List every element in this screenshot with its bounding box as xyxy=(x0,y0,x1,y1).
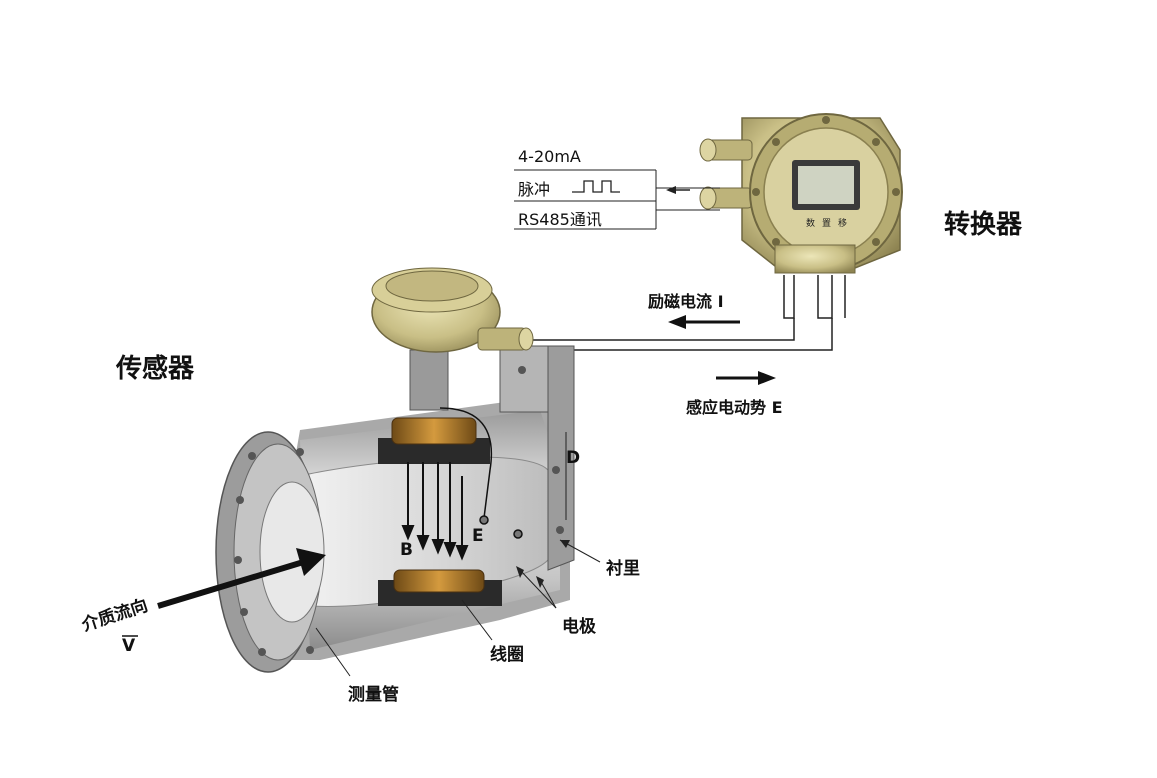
converter-button-label: 置 xyxy=(822,218,831,229)
right-flange xyxy=(499,345,575,571)
induced-emf-label: 感应电动势 E xyxy=(686,398,783,417)
converter-button-label: 数 xyxy=(806,217,815,229)
electrode-wires xyxy=(439,407,523,539)
signal-wires xyxy=(530,318,833,351)
emf-marker-label: E xyxy=(472,526,484,546)
excitation-arrow xyxy=(668,315,740,329)
converter-label: 转换器 xyxy=(944,210,1023,240)
converter-button-label: 移 xyxy=(838,217,847,229)
lower-coil xyxy=(378,569,502,606)
sensor-head xyxy=(371,267,534,411)
coil-label: 线圈 xyxy=(490,645,524,665)
flow-direction-arrow xyxy=(157,548,326,609)
converter-cable-gland-top xyxy=(699,138,753,162)
leader-arrowheads xyxy=(516,540,570,588)
electrode-label: 电极 xyxy=(562,617,596,637)
emf-arrow xyxy=(716,371,776,385)
leader-lines xyxy=(315,539,601,677)
magnetic-field-arrows xyxy=(401,462,469,561)
excitation-current-label: 励磁电流 I xyxy=(648,292,724,311)
left-flange xyxy=(215,431,325,673)
converter-buttons: 数 置 移 xyxy=(806,217,847,229)
sensor-label: 传感器 xyxy=(116,354,195,384)
output-panel-lines xyxy=(514,169,720,230)
magnetic-field-label: B xyxy=(400,540,413,560)
diameter-label: D xyxy=(566,448,581,468)
converter-terminal-wires xyxy=(783,275,846,319)
pulse-output-label: 脉冲 xyxy=(518,180,551,199)
sensor-cable-gland xyxy=(477,327,534,351)
rs485-output-label: RS485通讯 xyxy=(518,210,602,229)
pulse-waveform-icon xyxy=(572,180,620,193)
velocity-label: V xyxy=(122,636,136,656)
output-arrow xyxy=(666,186,690,194)
measuring-tube-label: 测量管 xyxy=(348,685,399,705)
upper-coil xyxy=(378,417,490,464)
lining-label: 衬里 xyxy=(606,559,640,579)
current-output-label: 4-20mA xyxy=(518,147,581,166)
converter-cable-gland-bottom xyxy=(699,186,753,210)
converter-display xyxy=(792,160,860,210)
